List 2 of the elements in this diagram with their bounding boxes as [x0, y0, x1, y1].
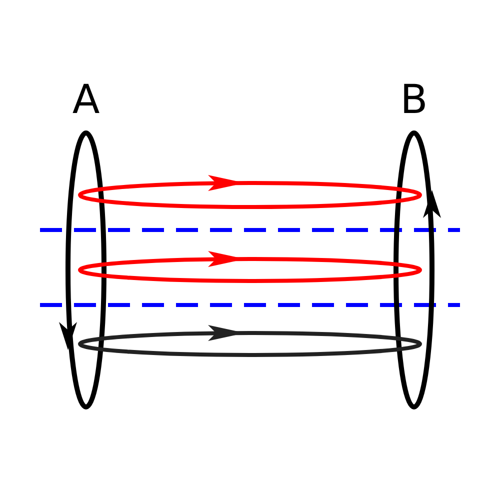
loop-label: B — [400, 78, 428, 122]
loop-label: A — [72, 78, 100, 122]
